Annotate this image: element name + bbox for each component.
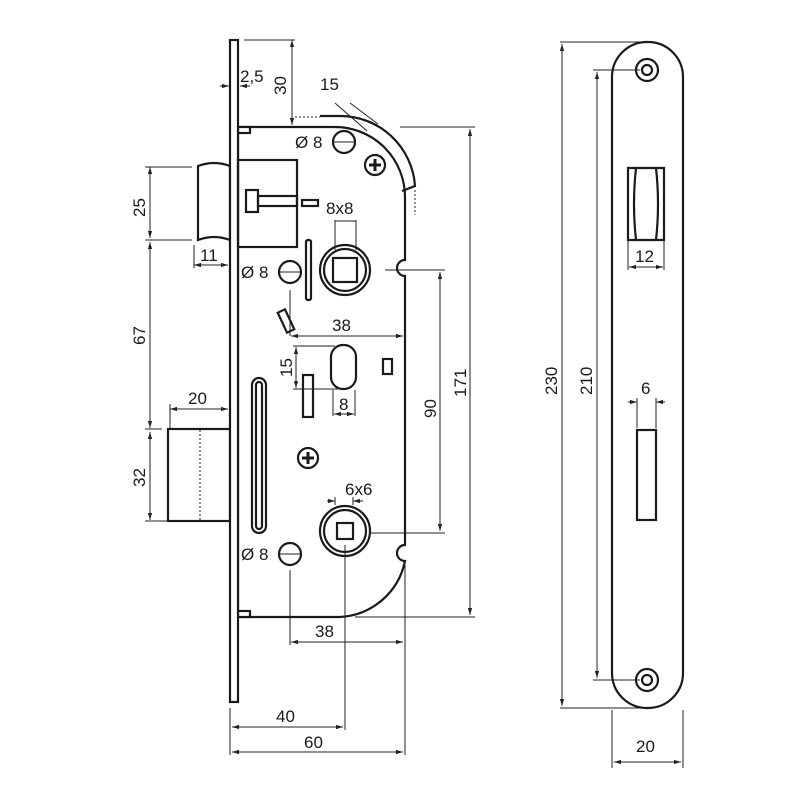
dim-plate-width: 20 (636, 737, 655, 756)
dim-corner-radius: 15 (320, 75, 339, 94)
dim-hole-to-spindle-upper: 38 (332, 316, 351, 335)
dim-lower-spindle: 6x6 (345, 480, 372, 499)
front-faceplate (610, 40, 685, 710)
dim-spindle-distance: 90 (421, 399, 440, 418)
dim-plate-length: 230 (542, 367, 561, 395)
lock-body (236, 125, 407, 619)
dim-body-depth: 60 (304, 733, 323, 752)
dim-hole-spacing: 210 (577, 367, 596, 395)
latch-bolt (196, 161, 232, 242)
dim-latch-projection: 11 (200, 246, 218, 265)
side-view: 2,5 30 15 Ø 8 8x8 Ø 8 25 11 67 20 32 38 … (130, 38, 475, 755)
front-view: 230 210 12 6 20 (542, 40, 685, 768)
dim-bolt-projection: 20 (188, 389, 207, 408)
dim-fixing-hole-mid: Ø 8 (241, 263, 268, 282)
dim-hole-to-spindle-lower: 38 (315, 622, 334, 641)
dim-fixing-hole-top: Ø 8 (295, 133, 322, 152)
dim-latch-to-bolt: 67 (130, 326, 149, 345)
dim-bolt-height: 32 (130, 468, 149, 487)
dim-slot-height: 15 (277, 358, 296, 377)
dim-slot-width: 8 (339, 395, 348, 414)
bolt-hole (635, 428, 658, 522)
dim-top-offset: 30 (271, 76, 290, 95)
dim-fixing-hole-bottom: Ø 8 (241, 545, 268, 564)
screw-icon (363, 153, 387, 177)
dim-latch-height: 25 (130, 198, 149, 217)
dim-upper-spindle: 8x8 (326, 199, 353, 218)
dim-latch-hole-width: 12 (635, 247, 654, 266)
dim-backset: 40 (276, 707, 295, 726)
dim-body-height: 171 (451, 369, 470, 397)
screw-icon (296, 446, 320, 470)
dim-faceplate-thickness: 2,5 (240, 67, 264, 86)
dim-bolt-hole-width: 6 (641, 379, 650, 398)
dead-bolt (166, 427, 232, 523)
faceplate (228, 38, 240, 704)
